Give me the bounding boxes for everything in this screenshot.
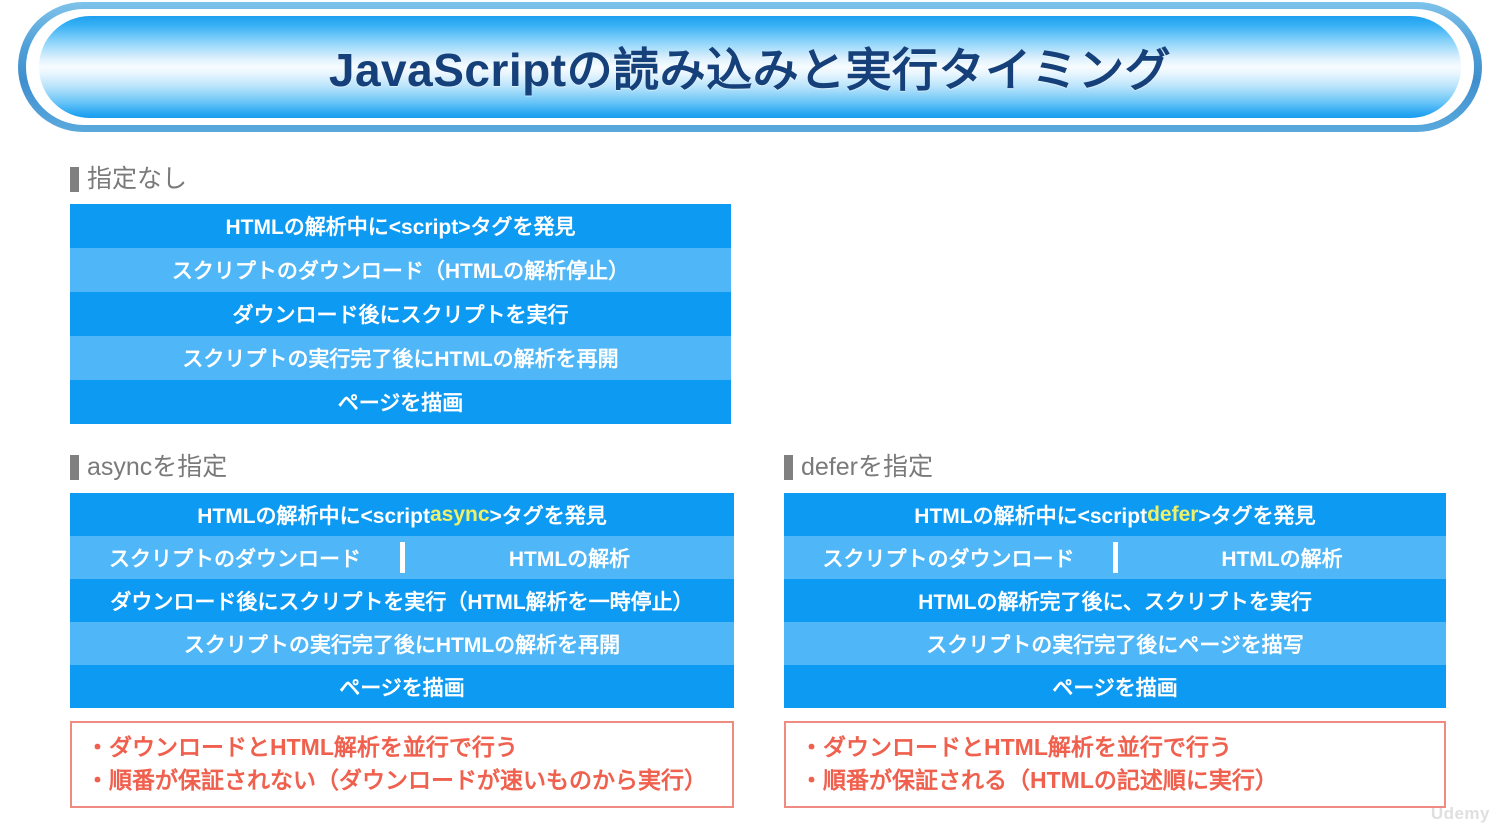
flow-cell-text: HTMLの解析 <box>508 547 631 571</box>
note-line: ・ダウンロードとHTML解析を並行で行う <box>86 733 518 760</box>
section-heading-label: 指定なし <box>87 164 188 193</box>
page-title: JavaScriptの読み込みと実行タイミング <box>328 44 1172 96</box>
flow-split-divider <box>400 541 405 574</box>
heading-bar-icon <box>70 166 79 192</box>
section-heading-async: asyncを指定 <box>70 452 227 482</box>
section-heading-label: deferを指定 <box>801 452 933 481</box>
table-row-split: スクリプトのダウンロード HTMLの解析 <box>784 536 1446 579</box>
table-row: スクリプトのダウンロード（HTMLの解析停止） <box>70 248 731 292</box>
flow-row-text: HTMLの解析中に<script>タグを発見 <box>225 216 576 239</box>
table-row: ページを描画 <box>784 665 1446 708</box>
flow-row-text: ページを描画 <box>1052 676 1178 700</box>
flow-cell-right: HTMLの解析 <box>1118 536 1446 579</box>
flow-row-text: ページを描画 <box>339 676 465 700</box>
table-row: HTMLの解析中に<script async>タグを発見 <box>70 493 734 536</box>
flow-table-no-attribute: HTMLの解析中に<script>タグを発見 スクリプトのダウンロード（HTML… <box>70 204 731 424</box>
flow-row-text: スクリプトの実行完了後にHTMLの解析を再開 <box>182 348 619 371</box>
table-row: ページを描画 <box>70 380 731 424</box>
flow-row-text: ページを描画 <box>337 392 464 415</box>
flow-cell-left: スクリプトのダウンロード <box>784 536 1113 579</box>
title-banner: JavaScriptの読み込みと実行タイミング <box>18 2 1482 132</box>
flow-row-text: ダウンロード後にスクリプトを実行（HTML解析を一時停止） <box>110 590 694 614</box>
flow-row-text: スクリプトのダウンロード（HTMLの解析停止） <box>171 260 630 283</box>
flow-cell-text: HTMLの解析 <box>1221 547 1343 571</box>
table-row: スクリプトの実行完了後にページを描写 <box>784 622 1446 665</box>
flow-row-text: スクリプトの実行完了後にHTMLの解析を再開 <box>183 633 621 657</box>
flow-cell-right: HTMLの解析 <box>405 536 734 579</box>
table-row: HTMLの解析完了後に、スクリプトを実行 <box>784 579 1446 622</box>
flow-row-text: スクリプトの実行完了後にページを描写 <box>926 633 1304 657</box>
table-row: ページを描画 <box>70 665 734 708</box>
flow-row-prefix: HTMLの解析中に<script <box>197 504 430 528</box>
flow-cell-text: スクリプトのダウンロード <box>822 547 1075 571</box>
flow-row-suffix: >タグを発見 <box>1198 504 1316 528</box>
section-heading-no-attribute: 指定なし <box>70 164 187 194</box>
note-line: ・順番が保証されない（ダウンロードが速いものから実行） <box>86 766 707 793</box>
table-row: HTMLの解析中に<script>タグを発見 <box>70 204 731 248</box>
flow-row-text: ダウンロード後にスクリプトを実行 <box>232 304 569 327</box>
flow-table-defer: HTMLの解析中に<script defer>タグを発見 スクリプトのダウンロー… <box>784 493 1446 708</box>
note-box-async: ・ダウンロードとHTML解析を並行で行う ・順番が保証されない（ダウンロードが速… <box>70 721 734 808</box>
note-line: ・ダウンロードとHTML解析を並行で行う <box>800 733 1232 760</box>
flow-row-keyword: defer <box>1147 502 1199 526</box>
flow-row-suffix: >タグを発見 <box>489 504 607 528</box>
flow-cell-left: スクリプトのダウンロード <box>70 536 400 579</box>
heading-bar-icon <box>70 454 79 480</box>
flow-cell-text: スクリプトのダウンロード <box>109 547 361 571</box>
title-inner-pill: JavaScriptの読み込みと実行タイミング <box>39 16 1461 118</box>
flow-row-prefix: HTMLの解析中に<script <box>914 504 1148 528</box>
section-heading-defer: deferを指定 <box>784 452 933 482</box>
table-row: ダウンロード後にスクリプトを実行（HTML解析を一時停止） <box>70 579 734 622</box>
table-row: ダウンロード後にスクリプトを実行 <box>70 292 731 336</box>
table-row: スクリプトの実行完了後にHTMLの解析を再開 <box>70 622 734 665</box>
note-box-defer: ・ダウンロードとHTML解析を並行で行う ・順番が保証される（HTMLの記述順に… <box>784 721 1446 808</box>
heading-bar-icon <box>784 454 793 480</box>
table-row: HTMLの解析中に<script defer>タグを発見 <box>784 493 1446 536</box>
udemy-watermark: Udemy <box>1430 804 1490 823</box>
flow-split-divider <box>1113 541 1118 574</box>
note-line: ・順番が保証される（HTMLの記述順に実行） <box>800 766 1278 793</box>
table-row-split: スクリプトのダウンロード HTMLの解析 <box>70 536 734 579</box>
flow-row-text: HTMLの解析完了後に、スクリプトを実行 <box>918 590 1312 614</box>
table-row: スクリプトの実行完了後にHTMLの解析を再開 <box>70 336 731 380</box>
flow-table-async: HTMLの解析中に<script async>タグを発見 スクリプトのダウンロー… <box>70 493 734 708</box>
flow-row-keyword: async <box>429 502 490 526</box>
section-heading-label: asyncを指定 <box>87 452 228 481</box>
